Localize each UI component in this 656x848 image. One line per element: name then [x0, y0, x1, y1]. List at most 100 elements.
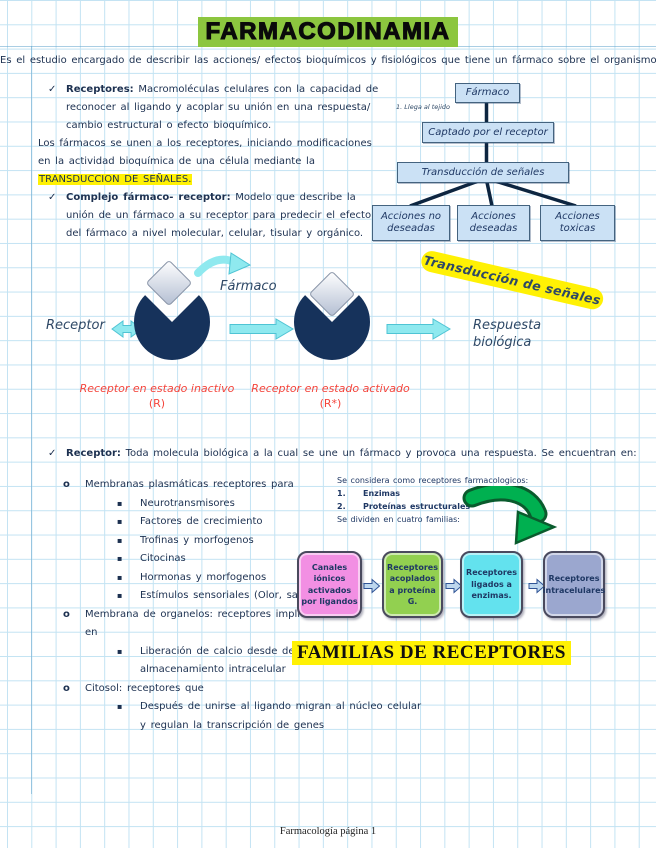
concept-receptores: ✓ Receptores: Macromoléculas celulares c…: [38, 81, 388, 135]
list-item-text: Citocinas: [140, 553, 186, 564]
block-arrow-icon: [445, 578, 463, 594]
list-item: o Citosol: receptores que: [60, 680, 340, 699]
list-item-text: Membrana de organelos: receptores implic…: [85, 608, 330, 639]
families-heading: FAMILIAS DE RECEPTORES: [292, 641, 571, 665]
circle-bullet-icon: o: [63, 479, 70, 490]
margin-rule-vertical: [31, 46, 32, 794]
receptor-section-heading: ✓ Receptor: Toda molecula biológica a la…: [38, 445, 656, 463]
page-footer: Farmacología página 1: [279, 826, 377, 837]
families-intro-block: Se considera como receptores farmacologi…: [337, 474, 552, 526]
ligand-diamond-icon: [147, 261, 191, 305]
caption-active: Receptor en estado activado (R*): [243, 381, 418, 411]
curved-arrow-icon: [194, 255, 238, 277]
block-arrow-icon: [363, 578, 381, 594]
respuesta-label: Respuesta biológica: [473, 318, 542, 350]
list-item-text: Membranas plasmáticas receptores para: [85, 479, 294, 490]
farmaco-label: Fármaco: [220, 279, 277, 294]
receptor-diagram-shapes: [111, 252, 451, 360]
flow-node-captado: Captado por el receptor: [422, 122, 554, 143]
list-subitem: ▪ Hormonas y morfogenos: [60, 569, 430, 588]
family-box-intracelulares: Receptores intracelulares: [543, 551, 605, 618]
curved-arrow-head-icon: [228, 252, 252, 275]
list-subitem: ▪ Neurotransmisores: [60, 495, 430, 514]
circle-bullet-icon: o: [63, 608, 70, 620]
caption-symbol: (R): [148, 397, 166, 410]
receptor-diagram: Receptor Fármaco Respuesta biológica: [30, 250, 656, 380]
receptor-label: Receptor: [46, 318, 105, 333]
list-item: o Membrana de organelos: receptores impl…: [60, 606, 340, 643]
section-text: Toda molecula biológica a la cual se une…: [120, 448, 637, 459]
list-item: o Membranas plasmáticas receptores para: [60, 476, 340, 495]
item-text: Proteínas estructurales: [363, 502, 471, 511]
page-header: FARMACODINAMIA: [0, 17, 656, 47]
check-icon: ✓: [48, 448, 57, 459]
highlighted-text: TRANSDUCCION DE SEÑALES.: [38, 174, 193, 185]
caption-symbol: (R*): [319, 397, 342, 410]
flow-node-acciones-deseadas: Acciones deseadas: [457, 205, 530, 241]
item-number: 1.: [337, 489, 346, 498]
caption-inactive: Receptor en estado inactivo (R): [62, 381, 252, 411]
item-number: 2.: [337, 502, 346, 511]
intro-text: Es el estudio encargado de describir las…: [0, 55, 656, 66]
families-item-2: 2. Proteínas estructurales: [337, 500, 552, 513]
concept-complejo: ✓ Complejo fármaco- receptor: Modelo que…: [38, 189, 388, 243]
flowchart: Fármaco 1. Llega al tejido Captado por e…: [370, 78, 656, 248]
concepts-column: ✓ Receptores: Macromoléculas celulares c…: [38, 81, 388, 243]
receptor-locations-list: o Membranas plasmáticas receptores para …: [60, 476, 421, 735]
item-text: Enzimas: [363, 489, 401, 498]
family-box-ligados-enzimas: Receptores ligados a enzimas.: [460, 551, 523, 618]
list-subitem: ▪ Factores de crecimiento: [60, 513, 430, 532]
flow-edge-note: 1. Llega al tejido: [396, 103, 450, 111]
family-box-canales-ionicos: Canales iónicos activados por ligandos: [297, 551, 362, 618]
check-icon: ✓: [48, 192, 57, 203]
paragraph-transduccion: Los fármacos se unen a los receptores, i…: [38, 135, 388, 189]
list-subitem: ▪ Citocinas: [60, 550, 430, 569]
list-item-text: Neurotransmisores: [140, 497, 235, 509]
list-item-text: Después de unirse al ligando migran al n…: [140, 701, 422, 731]
flow-node-acciones-toxicas: Acciones toxicas: [540, 205, 615, 241]
list-item-text: Factores de crecimiento: [140, 516, 263, 527]
flowchart-connectors: [409, 100, 577, 208]
list-subitem: ▪ Estímulos sensoriales (Olor, sabor y c…: [60, 587, 430, 606]
square-bullet-icon: ▪: [117, 702, 123, 711]
list-subitem: ▪ Después de unirse al ligando migran al…: [60, 698, 430, 735]
section-label: Receptor:: [66, 448, 121, 459]
block-arrow-icon: [528, 578, 546, 594]
ligand-diamond-bound-icon: [310, 272, 354, 316]
square-bullet-icon: ▪: [117, 517, 123, 526]
list-subitem: ▪ Trofinas y morfogenos: [60, 532, 430, 551]
square-bullet-icon: ▪: [117, 646, 123, 656]
receptor-active-shape: [294, 295, 371, 360]
square-bullet-icon: ▪: [117, 498, 123, 508]
check-icon: ✓: [48, 84, 57, 95]
green-curved-arrow-icon: [462, 486, 558, 545]
right-arrow-icon: [229, 318, 294, 340]
right-arrow-icon: [386, 318, 451, 340]
page-title: FARMACODINAMIA: [197, 17, 459, 47]
family-box-proteina-g: Receptores acoplados a proteína G.: [382, 551, 443, 618]
square-bullet-icon: ▪: [117, 572, 123, 582]
square-bullet-icon: ▪: [117, 554, 123, 563]
list-item-text: Citosol: receptores que: [85, 682, 204, 694]
list-item-text: Liberación de calcio desde depósitos de …: [140, 645, 348, 676]
square-bullet-icon: ▪: [117, 535, 123, 545]
caption-text: Receptor en estado activado: [251, 382, 410, 395]
list-item-text: Hormonas y morfogenos: [140, 571, 267, 583]
concept-text: Modelo que describe la unión de un fárma…: [66, 192, 372, 239]
families-intro: Se considera como receptores farmacologi…: [337, 476, 529, 485]
families-outro: Se dividen en cuatro familias:: [337, 515, 460, 524]
flow-node-farmaco: Fármaco: [455, 83, 520, 103]
flow-node-acciones-no-deseadas: Acciones no deseadas: [372, 205, 450, 241]
list-item-text: Estímulos sensoriales (Olor, sabor y col…: [140, 590, 359, 601]
square-bullet-icon: ▪: [117, 591, 123, 600]
list-item-text: Trofinas y morfogenos: [140, 534, 254, 546]
receptor-inactive-shape: [134, 295, 210, 360]
paragraph-text: Los fármacos se unen a los receptores, i…: [38, 138, 372, 167]
concept-text: Macromoléculas celulares con la capacida…: [66, 84, 379, 131]
caption-text: Receptor en estado inactivo: [79, 382, 235, 395]
list-subitem: ▪ Liberación de calcio desde depósitos d…: [60, 643, 430, 680]
concept-label: Complejo fármaco- receptor:: [66, 192, 231, 203]
families-item-1: 1. Enzimas: [337, 487, 552, 500]
flow-node-transduccion: Transducción de señales: [397, 162, 569, 183]
